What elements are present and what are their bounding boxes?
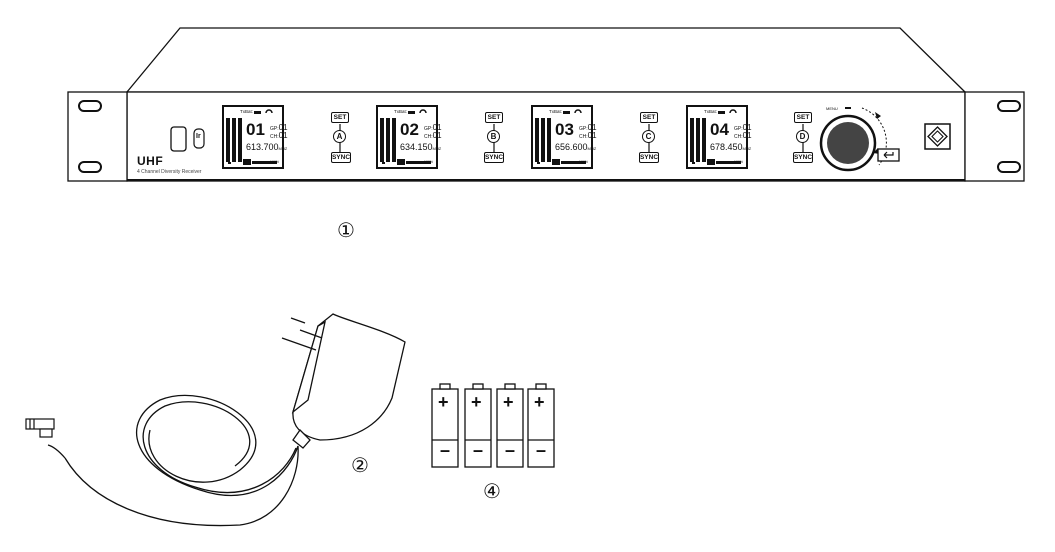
channel-b-group: GP:01 — [424, 123, 442, 132]
channel-c-frequency: 656.600MHZ — [555, 142, 597, 152]
battery-3-plus: + — [503, 392, 514, 412]
callout-batteries: ④ — [483, 479, 501, 503]
sync-button-b[interactable]: SYNC — [484, 152, 504, 163]
channel-a-ch: CH:01 — [270, 131, 288, 140]
battery-1 — [431, 383, 459, 468]
channel-d-volume: 100% — [734, 160, 743, 164]
battery-2-minus: – — [473, 440, 484, 460]
channel-b-status: TxBat: — [394, 109, 408, 114]
adapter-cable — [47, 394, 299, 527]
channel-b-number: 02 — [400, 120, 419, 139]
channel-b-frequency: 634.150MHZ — [400, 142, 442, 152]
rack-slot-right-bottom — [997, 161, 1021, 173]
dc-plug — [25, 418, 55, 438]
signal-meter-icon — [535, 109, 586, 165]
rack-slot-left-bottom — [78, 161, 102, 173]
rack-slot-left-top — [78, 100, 102, 112]
signal-meter-icon — [226, 109, 277, 165]
ir-label: Ir — [196, 133, 201, 140]
battery-4-plus: + — [534, 392, 545, 412]
sync-button-d[interactable]: SYNC — [793, 152, 813, 163]
callout-adapter: ② — [351, 453, 369, 477]
battery-2 — [464, 383, 492, 468]
channel-d-button[interactable]: D — [796, 130, 809, 143]
channel-a-number: 01 — [246, 120, 265, 139]
set-button-d[interactable]: SET — [794, 112, 812, 123]
signal-meter-icon — [690, 109, 741, 165]
channel-c-group: GP:01 — [579, 123, 597, 132]
battery-3-minus: – — [505, 440, 516, 460]
channel-c-ch: CH:01 — [579, 131, 597, 140]
rack-slot-right-top — [997, 100, 1021, 112]
channel-d-ch: CH:01 — [734, 131, 752, 140]
channel-c-status: TxBat: — [549, 109, 563, 114]
brand-subtitle: 4 Channel Diversity Receiver — [137, 169, 202, 175]
battery-1-minus: – — [440, 440, 451, 460]
channel-d-display: TxBat: 04 GP:01 CH:01 678.450MHZ 100% — [686, 105, 752, 169]
channel-b-display: TxBat: 02 GP:01 CH:01 634.150MHZ 100% — [376, 105, 442, 169]
knob-menu-label: MENU — [826, 106, 838, 111]
channel-b-volume: 100% — [424, 160, 433, 164]
channel-a-group: GP:01 — [270, 123, 288, 132]
set-button-a[interactable]: SET — [331, 112, 349, 123]
channel-a-button[interactable]: A — [333, 130, 346, 143]
ir-sensor — [193, 128, 205, 149]
channel-b-ch: CH:01 — [424, 131, 442, 140]
battery-4-minus: – — [536, 440, 547, 460]
channel-a-status: TxBat: — [240, 109, 254, 114]
signal-meter-icon — [380, 109, 431, 165]
channel-c-volume: 100% — [579, 160, 588, 164]
channel-d-number: 04 — [710, 120, 729, 139]
channel-b-button[interactable]: B — [487, 130, 500, 143]
battery-4 — [527, 383, 555, 468]
channel-d-group: GP:01 — [734, 123, 752, 132]
receiver-top-panel — [125, 27, 967, 93]
set-button-c[interactable]: SET — [640, 112, 658, 123]
channel-a-frequency: 613.700MHZ — [246, 142, 288, 152]
sync-button-c[interactable]: SYNC — [639, 152, 659, 163]
battery-2-plus: + — [471, 392, 482, 412]
power-adapter — [281, 313, 406, 449]
channel-c-button[interactable]: C — [642, 130, 655, 143]
ir-window — [170, 126, 187, 152]
battery-1-plus: + — [438, 392, 449, 412]
channel-d-frequency: 678.450MHZ — [710, 142, 752, 152]
brand-label: UHF — [137, 154, 164, 168]
set-button-b[interactable]: SET — [485, 112, 503, 123]
sync-button-a[interactable]: SYNC — [331, 152, 351, 163]
channel-d-status: TxBat: — [704, 109, 718, 114]
channel-c-number: 03 — [555, 120, 574, 139]
callout-receiver: ① — [337, 218, 355, 242]
battery-3 — [496, 383, 524, 468]
channel-a-volume: 100% — [270, 160, 279, 164]
channel-c-display: TxBat: 03 GP:01 CH:01 656.600MHZ 100% — [531, 105, 597, 169]
channel-a-display: TxBat: 01 GP:01 CH:01 613.700MHZ 100% — [222, 105, 288, 169]
menu-knob-inner — [827, 122, 869, 164]
